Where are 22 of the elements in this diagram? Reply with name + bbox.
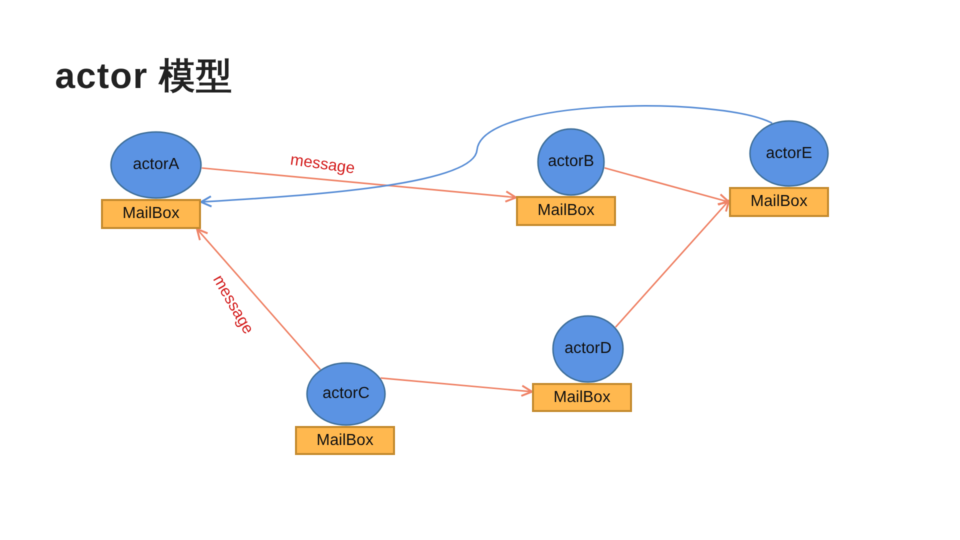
actor-circle: [537, 128, 605, 196]
mailbox-box: MailBox: [532, 383, 632, 412]
actor-circle: [552, 315, 624, 383]
actor-circle: [306, 362, 386, 426]
arrow: [615, 200, 730, 328]
arrow: [196, 228, 321, 370]
mailbox-box: MailBox: [101, 199, 201, 229]
actor-circle: [749, 120, 829, 187]
actor-name: actorB: [548, 153, 594, 171]
actor-name: actorC: [322, 385, 370, 403]
actor-name: actorA: [132, 156, 180, 174]
mailbox-box: MailBox: [516, 196, 616, 226]
arrow: [604, 167, 730, 206]
actor-circle: [110, 131, 202, 199]
mailbox-box: MailBox: [729, 187, 829, 217]
arrow: [380, 377, 533, 397]
mailbox-box: MailBox: [295, 426, 395, 455]
actor-name: actorE: [766, 144, 812, 162]
arrow: [200, 105, 772, 208]
actor-name: actorD: [564, 340, 612, 358]
arrow: [202, 167, 517, 203]
title: actor 模型: [55, 54, 234, 98]
